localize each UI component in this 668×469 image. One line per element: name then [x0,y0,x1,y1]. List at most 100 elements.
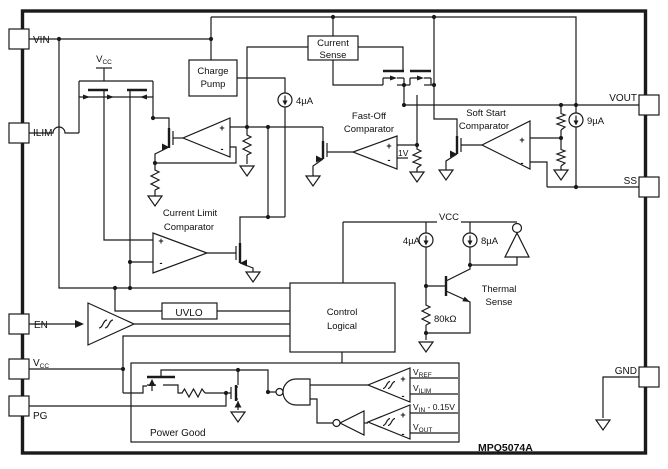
en-schmitt-trigger [75,302,136,346]
ground-symbols [146,165,612,432]
plus-marker: + [386,141,391,151]
current-limit-comparator-label-2: Comparator [164,222,214,233]
ground-icon [244,271,262,284]
control-label-1: Control [327,307,358,318]
inverter-gate [332,410,365,436]
fast-off-comparator-triangle [351,135,398,170]
ground-icon [229,411,247,424]
hysteresis-icon [382,380,396,390]
minus-marker: - [402,429,405,439]
nmos-soft-start [450,136,462,158]
resistor-sense [241,133,253,156]
hysteresis-icon [98,319,114,329]
pin-gnd [638,366,660,388]
label-vin-minus: VIN - 0.15V [413,402,455,414]
labels: VIN ILIM EN VCC PG VOUT SS GND Charge Pu… [33,35,637,454]
junction-dots [56,14,579,396]
pin-ilim [8,122,30,144]
ground-icon [238,165,256,178]
thermal-sense-label-2: Sense [486,297,513,308]
chip-boundary [20,9,648,455]
pins [8,28,660,417]
pin-en [8,313,30,335]
minus-marker: - [221,144,224,154]
nmos-current-limit [235,243,247,267]
power-good-label: Power Good [150,428,206,439]
resistor-ilim [149,168,161,191]
charge-pump-label-2: Pump [201,79,226,90]
pin-pg [8,395,30,417]
power-good-block [130,362,460,443]
transistors [83,69,470,408]
error-amp-triangle [181,117,231,158]
resistor-power-good [180,387,206,399]
npn-thermal [444,276,470,302]
current-source-4ua-top [277,92,293,108]
blocks [130,35,461,443]
control-logical-block [289,282,396,353]
minus-marker: - [160,258,163,268]
label-1v: 1V [398,148,409,158]
inverter-bubble-icon [275,387,284,397]
ground-icon [594,419,612,432]
pg-vref-comparator [366,367,411,403]
current-sources [277,92,584,248]
label-vout-cmp: VOUT [413,422,432,434]
label-vcc-rail: VCC [439,212,459,223]
plus-marker: + [158,236,163,246]
pin-vout [638,94,660,116]
label-vcc-mirror: VCC [96,54,112,66]
charge-pump-label-1: Charge [197,66,228,77]
label-vilim: VILIM [413,383,431,395]
plus-marker: + [400,410,405,420]
label-8ua: 8µA [481,236,499,247]
pmos-pass-pair [382,69,432,85]
minus-marker: - [388,155,391,165]
current-source-4ua-thermal [418,232,434,248]
control-label-2: Logical [327,321,357,332]
nmos-fast-off [316,141,328,163]
wires [20,9,648,455]
thermal-sense-buffer [504,222,530,258]
soft-start-comparator-triangle [480,120,531,170]
pin-label-vcc: VCC [33,358,49,370]
part-number: MPQ5074A [478,442,533,454]
fast-off-comparator-label-1: Fast-Off [352,111,386,122]
uvlo-block [161,302,218,320]
soft-start-comparator-label-1: Soft Start [466,108,506,119]
fet-power-good [147,375,175,391]
pin-label-ss: SS [624,176,638,187]
inverter-bubble-icon [511,222,523,234]
ground-icon [437,169,455,182]
nand-gate [275,378,311,406]
plus-marker: + [219,123,224,133]
ground-icon [417,341,435,354]
ground-icon [146,195,164,208]
soft-start-comparator-label-2: Comparator [459,121,509,132]
nmos-ilim-follower [162,128,174,151]
pin-label-ilim: ILIM [33,128,52,139]
plus-marker: + [519,135,524,145]
resistor-divider-bottom [555,148,567,167]
pin-label-pg: PG [33,411,48,422]
nmos-power-good [230,385,242,408]
current-sense-block [307,35,359,61]
fast-off-comparator-label-2: Comparator [344,124,394,135]
pin-label-vout: VOUT [609,93,637,104]
pin-label-en: EN [34,320,48,331]
pmos-mirror-pair [83,88,147,100]
arrow-icon [75,320,84,328]
resistors [149,112,567,399]
pin-label-gnd: GND [615,366,637,377]
label-9ua: 9µA [587,116,605,127]
label-4ua-top: 4µA [296,96,314,107]
ground-icon [304,175,322,188]
uvlo-label: UVLO [175,308,202,319]
minus-marker: - [521,158,524,168]
label-vref: VREF [413,367,432,379]
pin-vcc [8,358,30,380]
pin-ss [638,176,660,198]
resistor-80k [420,303,432,326]
